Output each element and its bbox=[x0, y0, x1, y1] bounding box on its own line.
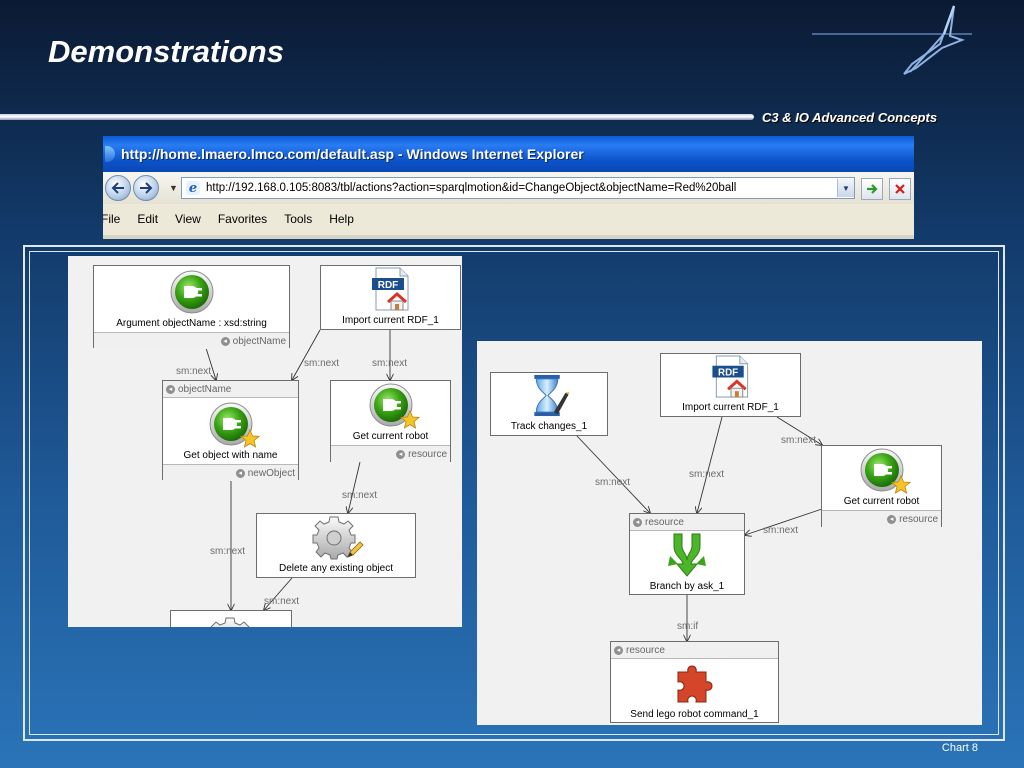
track-changes-node[interactable]: Track changes_1 bbox=[490, 372, 608, 436]
node-label: Branch by ask_1 bbox=[649, 581, 725, 592]
node-label: Send lego robot command_1 bbox=[630, 709, 759, 720]
edge-label: sm:next bbox=[304, 358, 340, 369]
header-divider bbox=[0, 114, 754, 120]
edge-label: sm:next bbox=[763, 525, 799, 536]
port-arrow-icon: ◂ bbox=[887, 514, 897, 524]
node-label: Track changes_1 bbox=[510, 421, 588, 432]
rdf-document-icon bbox=[366, 266, 416, 312]
section-label: C3 & IO Advanced Concepts bbox=[762, 110, 938, 125]
node-label: Get current robot bbox=[843, 496, 920, 507]
gear-icon bbox=[207, 615, 257, 627]
node-label: Delete any existing object bbox=[279, 563, 393, 574]
star-icon bbox=[891, 475, 911, 495]
address-url[interactable]: http://192.168.0.105:8083/tbl/actions?ac… bbox=[206, 182, 737, 194]
import-rdf-node[interactable]: Import current RDF_1 bbox=[660, 353, 801, 417]
edge-label: sm:next bbox=[264, 596, 300, 607]
port-arrow-icon: ◂ bbox=[633, 517, 642, 527]
node-output-port[interactable]: ◂resource bbox=[331, 445, 450, 462]
edge-label: sm:next bbox=[210, 546, 246, 557]
menu-help[interactable]: Help bbox=[329, 212, 354, 226]
browser-window: http://home.lmaero.lmco.com/default.asp … bbox=[103, 136, 914, 239]
menu-bar: File Edit View Favorites Tools Help bbox=[103, 204, 914, 234]
green-branch-arrows-icon bbox=[662, 532, 712, 578]
port-arrow-icon: ◂ bbox=[220, 336, 230, 346]
red-puzzle-piece-icon bbox=[670, 660, 720, 706]
left-workflow-panel: sm:next sm:next sm:next sm:next sm:next … bbox=[68, 256, 462, 627]
menu-favorites[interactable]: Favorites bbox=[217, 212, 268, 226]
rdf-document-icon bbox=[706, 354, 756, 399]
content-frame bbox=[23, 245, 1005, 741]
port-arrow-icon: ◂ bbox=[396, 449, 406, 459]
address-dropdown-icon[interactable]: ▼ bbox=[837, 179, 854, 197]
node-output-port[interactable]: ◂resource bbox=[822, 510, 941, 527]
slide-number: Chart 8 bbox=[941, 742, 978, 754]
right-edges bbox=[576, 416, 982, 725]
pencil-icon bbox=[345, 540, 365, 560]
ie-page-icon: e bbox=[186, 181, 200, 196]
argument-objectname-node[interactable]: Argument objectName : xsd:string ◂object… bbox=[93, 265, 290, 349]
browser-toolbar: ▼ e http://192.168.0.105:8083/tbl/action… bbox=[103, 172, 914, 204]
forward-button[interactable] bbox=[133, 175, 159, 201]
history-dropdown-icon[interactable]: ▼ bbox=[169, 183, 178, 193]
get-object-with-name-node[interactable]: ◂objectName Get object with name ◂newObj… bbox=[162, 380, 299, 481]
partial-gear-node[interactable] bbox=[170, 610, 292, 627]
delete-existing-object-node[interactable]: Delete any existing object bbox=[256, 513, 416, 578]
slide-title: Demonstrations bbox=[48, 34, 284, 69]
menu-file[interactable]: File bbox=[103, 212, 121, 226]
close-icon bbox=[895, 184, 905, 194]
back-button[interactable] bbox=[105, 175, 131, 201]
node-label: Import current RDF_1 bbox=[682, 402, 779, 413]
ie-window-icon bbox=[105, 146, 115, 162]
star-logo-icon bbox=[812, 5, 972, 75]
browser-titlebar: http://home.lmaero.lmco.com/default.asp … bbox=[103, 136, 914, 172]
edge-label: sm:if bbox=[677, 621, 699, 632]
go-arrow-icon bbox=[867, 184, 878, 194]
port-arrow-icon: ◂ bbox=[166, 384, 175, 394]
port-arrow-icon: ◂ bbox=[235, 468, 245, 478]
menu-edit[interactable]: Edit bbox=[137, 212, 159, 226]
get-current-robot-node[interactable]: Get current robot ◂resource bbox=[330, 380, 451, 462]
node-input-port[interactable]: ◂resource bbox=[630, 514, 744, 531]
node-input-port[interactable]: ◂resource bbox=[611, 642, 778, 659]
edge-label: sm:next bbox=[781, 435, 817, 446]
edge-label: sm:next bbox=[372, 358, 408, 369]
menu-tools[interactable]: Tools bbox=[284, 212, 313, 226]
browser-bottom-strip bbox=[103, 235, 914, 239]
node-label: Get current robot bbox=[352, 431, 429, 442]
left-edges bbox=[205, 329, 462, 627]
browser-window-title: http://home.lmaero.lmco.com/default.asp … bbox=[121, 146, 584, 162]
right-workflow-panel: sm:next sm:next sm:next sm:next sm:if Tr… bbox=[477, 341, 982, 725]
star-icon bbox=[400, 410, 420, 430]
edge-label: sm:next bbox=[595, 477, 631, 488]
node-label: Import current RDF_1 bbox=[342, 315, 439, 326]
address-bar[interactable]: e http://192.168.0.105:8083/tbl/actions?… bbox=[181, 177, 855, 199]
star-icon bbox=[240, 429, 260, 449]
node-input-port[interactable]: ◂objectName bbox=[163, 381, 298, 398]
edge-label: sm:next bbox=[342, 490, 378, 501]
back-arrow-icon bbox=[111, 182, 124, 194]
forward-arrow-icon bbox=[140, 182, 153, 194]
node-output-port[interactable]: ◂newObject bbox=[163, 464, 298, 481]
send-lego-robot-command-node[interactable]: ◂resource Send lego robot command_1 bbox=[610, 641, 779, 723]
hourglass-icon bbox=[524, 373, 574, 418]
branch-by-ask-node[interactable]: ◂resource Branch by ask_1 bbox=[629, 513, 745, 595]
edge-label: sm:next bbox=[689, 469, 725, 480]
port-arrow-icon: ◂ bbox=[614, 645, 623, 655]
edge-label: sm:next bbox=[176, 366, 212, 377]
import-rdf-node[interactable]: Import current RDF_1 bbox=[320, 265, 461, 330]
menu-view[interactable]: View bbox=[175, 212, 201, 226]
stop-button[interactable] bbox=[889, 178, 911, 200]
node-output-port[interactable]: ◂objectName bbox=[94, 332, 289, 349]
node-label: Get object with name bbox=[183, 450, 278, 461]
node-label: Argument objectName : xsd:string bbox=[116, 318, 267, 329]
green-plug-icon bbox=[167, 269, 217, 315]
get-current-robot-node[interactable]: Get current robot ◂resource bbox=[821, 445, 942, 527]
go-button[interactable] bbox=[861, 178, 883, 200]
